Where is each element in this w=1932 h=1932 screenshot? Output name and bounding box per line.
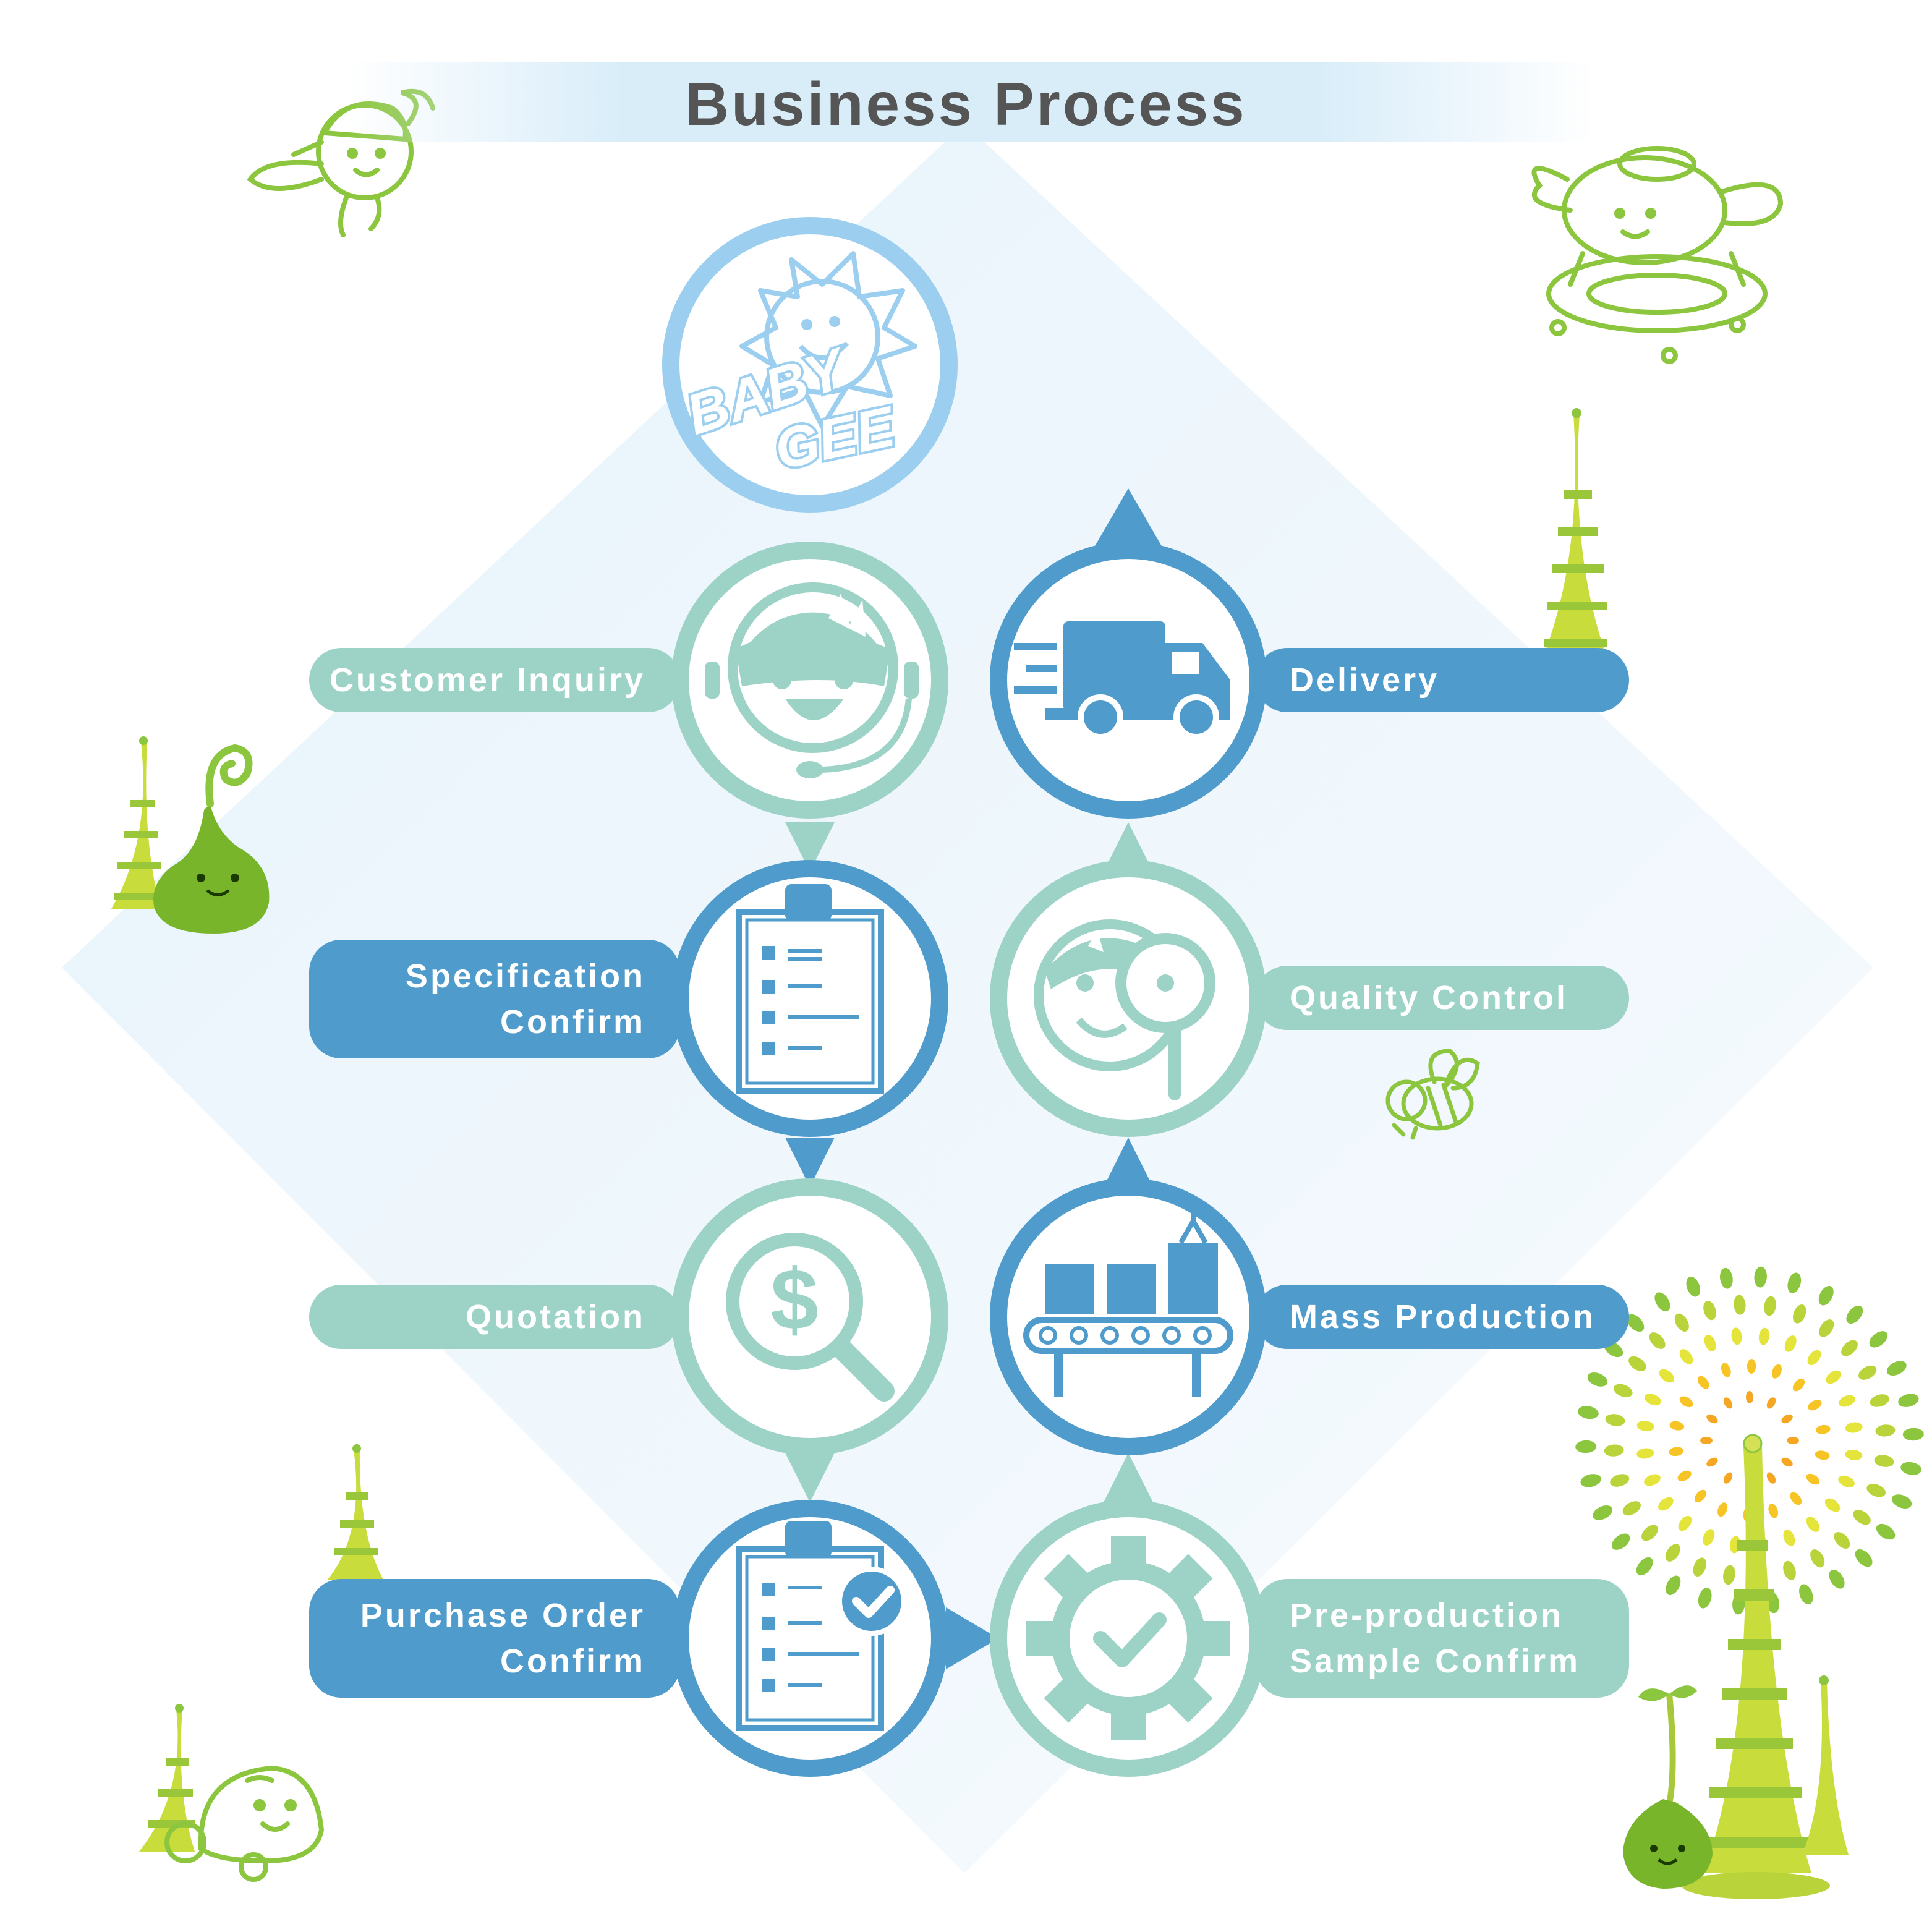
step-delivery-node [990, 542, 1267, 819]
step-specification-confirm-node [671, 860, 948, 1137]
striped-cone-icon [111, 736, 162, 909]
green-drop-creature-icon [153, 744, 270, 934]
page-title: Business Process [685, 70, 1247, 138]
step-quality-control-node [990, 860, 1267, 1137]
step-label-quality-control: Quality Control [1255, 966, 1629, 1030]
flow-connectors [785, 488, 1162, 1669]
headset-agent-icon [705, 582, 919, 778]
striped-cone-icon [1543, 408, 1607, 658]
bee-icon [1385, 1049, 1480, 1140]
step-mass-production-node [990, 1178, 1267, 1455]
baby-gee-logo: BABY GEE [662, 217, 958, 513]
clipboard-checklist-icon [736, 884, 884, 1094]
striped-cone-icon [139, 1704, 195, 1852]
step-label-delivery: Delivery [1255, 648, 1629, 712]
baby-walker-creature-icon [1531, 146, 1784, 364]
striped-cone-icon [328, 1444, 383, 1580]
svg-text:$: $ [770, 1251, 819, 1348]
title-band [346, 62, 1595, 142]
step-quotation-node: $ [671, 1178, 948, 1455]
step-customer-inquiry-node [671, 542, 948, 819]
step-purchase-order-confirm-node [671, 1500, 948, 1777]
clipboard-check-icon [736, 1521, 906, 1731]
turtle-creature-icon [164, 1765, 325, 1882]
face-magnifier-icon [1034, 919, 1215, 1100]
delivery-truck-icon [1014, 621, 1230, 740]
dandelion-tree-icon [1575, 1266, 1924, 1899]
dollar-magnifier-icon: $ [726, 1233, 895, 1402]
step-label-pre-production-sample-confirm: Pre-production Sample Confirm [1255, 1579, 1629, 1698]
step-label-mass-production: Mass Production [1255, 1285, 1629, 1349]
step-label-purchase-order-confirm: Purchase Order Confirm [309, 1579, 680, 1698]
conveyor-belt-icon [1023, 1206, 1233, 1397]
step-pre-production-sample-confirm-node [990, 1500, 1267, 1777]
step-label-specification-confirm: Specification Confirm [309, 940, 680, 1058]
gear-check-icon [1026, 1536, 1230, 1740]
step-label-customer-inquiry: Customer Inquiry [309, 648, 680, 712]
background-diamond [62, 124, 1873, 1873]
step-label-quotation: Quotation [309, 1285, 680, 1349]
